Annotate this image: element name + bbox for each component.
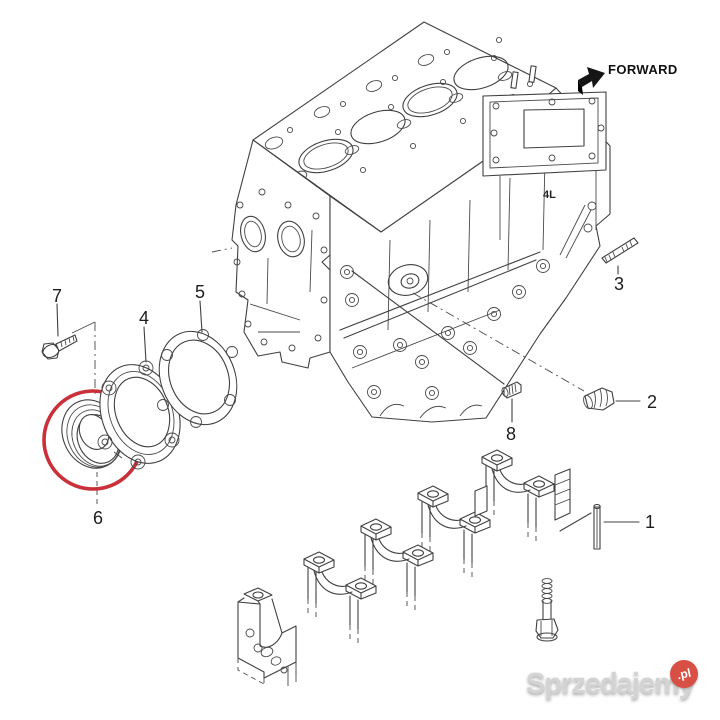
leader-lines [56,265,641,532]
part-pin-1 [593,503,601,550]
part-gasket-5 [157,329,238,428]
part-bolt-8 [501,381,522,399]
watermark: Sprzedajemy .pl [522,657,712,712]
side-face-details [339,157,550,419]
rear-flange-face: 4L [482,65,607,259]
forward-arrow-icon [578,67,605,88]
callout-7: 7 [52,286,62,306]
forward-arrow-shadow [578,80,583,95]
front-bearing-cap [237,587,297,686]
callout-5: 5 [195,282,205,302]
front-face [231,139,331,369]
callout-2: 2 [647,392,657,412]
bearing-caps [237,449,571,686]
rear-bearing-cap [474,449,571,542]
engine-block-marking: 4L [543,189,556,201]
part-stud-3 [601,237,639,264]
watermark-text: Sprzedajemy [526,668,695,700]
engine-block-drawing: 4L [211,21,611,423]
callouts: 1 2 3 4 5 6 7 8 [52,274,657,532]
forward-label: FORWARD [608,62,678,77]
forward-indicator: FORWARD [578,62,678,95]
callout-4: 4 [139,308,149,328]
part-plug-2 [583,387,615,411]
part-bolt-7 [41,334,78,360]
front-face-openings [211,188,328,352]
callout-1: 1 [645,512,655,532]
callout-8: 8 [506,424,516,444]
callout-3: 3 [614,274,624,294]
bearing-cap-bolt [535,578,559,642]
cylinder-bores [298,55,509,174]
callout-6: 6 [93,508,103,528]
watermark-tld: .pl [675,665,693,683]
